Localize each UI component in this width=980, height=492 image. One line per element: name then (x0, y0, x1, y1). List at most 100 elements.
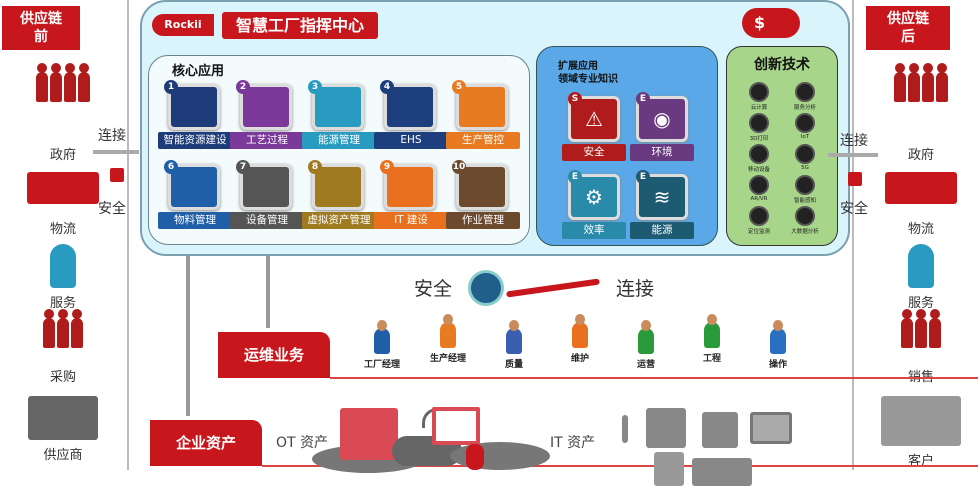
stakeholder-icon (891, 309, 951, 362)
person-icon (922, 63, 934, 102)
app-icon (168, 84, 220, 130)
app-number-badge: 2 (236, 80, 250, 94)
app-7[interactable]: 7 设备管理 (230, 160, 304, 230)
app-number-badge: 1 (164, 80, 178, 94)
ext-label: 环境 (630, 144, 694, 161)
stakeholder-icon (33, 62, 93, 140)
right-connect-arrow (828, 153, 878, 157)
role-3: 质量 (484, 320, 544, 370)
ops-tab: 运维业务 (218, 332, 330, 378)
lock-icon (110, 168, 124, 182)
header-line: 供应链 (20, 11, 62, 27)
tech-icon (795, 206, 815, 226)
left-connect-label: 连接 (98, 128, 126, 144)
stakeholder-label: 物流 (49, 222, 76, 237)
left-connect-arrow (93, 150, 139, 154)
machine-icon (702, 412, 738, 448)
tech-item: 定位监测 (735, 206, 783, 235)
person-icon (506, 320, 522, 354)
app-label: 作业管理 (446, 212, 520, 229)
person-icon (770, 320, 786, 354)
role-label: 生产经理 (429, 354, 466, 364)
assets-arrow (186, 256, 190, 416)
app-number-badge: 4 (380, 80, 394, 94)
app-icon (456, 164, 508, 210)
app-label: 物料管理 (158, 212, 232, 229)
stakeholder-item: 物流 (866, 172, 976, 237)
app-number-badge: 7 (236, 160, 250, 174)
person-icon (43, 309, 55, 348)
app-label: 设备管理 (230, 212, 304, 229)
person-icon (572, 314, 588, 348)
role-label: 操作 (768, 360, 787, 370)
stakeholder-item: 采购 (8, 309, 118, 385)
role-label: 工厂经理 (363, 360, 400, 370)
lock-icon (468, 270, 504, 306)
tech-icon (749, 144, 769, 164)
ext-icon: ≋ (636, 174, 688, 220)
stakeholder-item: 政府 (8, 62, 118, 163)
stakeholder-label: 销售 (907, 370, 934, 385)
person-icon (36, 63, 48, 102)
ext-icon: ◉ (636, 96, 688, 142)
app-8[interactable]: 8 虚拟资产管理 (302, 160, 376, 230)
person-icon (915, 309, 927, 348)
person-icon (901, 309, 913, 348)
core-apps-title: 核心应用 (172, 64, 225, 79)
ext-app-能源[interactable]: E≋能源 (630, 170, 694, 240)
tech-label: 5G (801, 165, 809, 171)
tech-label: 大数据分析 (791, 229, 819, 235)
app-label: 能源管理 (302, 132, 376, 149)
role-label: 质量 (504, 360, 523, 370)
stakeholder-icon (908, 244, 934, 288)
stakeholder-item: 供应商 (8, 396, 118, 463)
tech-icon (795, 144, 815, 164)
app-icon (312, 164, 364, 210)
security-label: 安全 (414, 278, 453, 300)
app-icon (384, 84, 436, 130)
stakeholder-item: 服务 (866, 244, 976, 311)
tech-item: 3D打印 (735, 113, 783, 142)
tech-icon (795, 113, 815, 133)
supply-chain-after-header: 供应链 后 (866, 6, 950, 50)
ext-app-效率[interactable]: E⚙效率 (562, 170, 626, 240)
ext-app-环境[interactable]: E◉环境 (630, 92, 694, 162)
app-label: 虚拟资产管理 (302, 212, 376, 229)
person-icon (374, 320, 390, 354)
divider-right (852, 0, 854, 470)
tech-icon (749, 206, 769, 226)
lock-icon (848, 172, 862, 186)
ext-badge: E (568, 170, 582, 184)
tech-label: 3D打印 (749, 136, 769, 142)
tech-item: 大数据分析 (781, 206, 829, 235)
tech-label: 云计算 (750, 105, 768, 111)
right-connect-label: 连接 (840, 133, 868, 149)
monitor-icon (432, 407, 480, 445)
role-2: 生产经理 (418, 314, 478, 364)
page-title: 智慧工厂指挥中心 (222, 12, 378, 39)
stakeholder-icon (28, 396, 98, 440)
person-icon (57, 309, 69, 348)
app-number-badge: 8 (308, 160, 322, 174)
cloud-analytics-icon: $ (742, 8, 800, 38)
header-line: 供应链 (887, 11, 929, 27)
tech-label: 智能感知 (793, 198, 816, 204)
app-number-badge: 5 (452, 80, 466, 94)
role-4: 维护 (550, 314, 610, 364)
ext-app-安全[interactable]: S⚠安全 (562, 92, 626, 162)
ot-assets-label: OT 资产 (276, 435, 329, 451)
tech-item: 智能感知 (781, 175, 829, 204)
person-icon (908, 63, 920, 102)
app-icon (312, 84, 364, 130)
stakeholder-item: 政府 (866, 62, 976, 163)
tech-label: 移动设备 (747, 167, 770, 173)
assets-line (262, 465, 978, 467)
